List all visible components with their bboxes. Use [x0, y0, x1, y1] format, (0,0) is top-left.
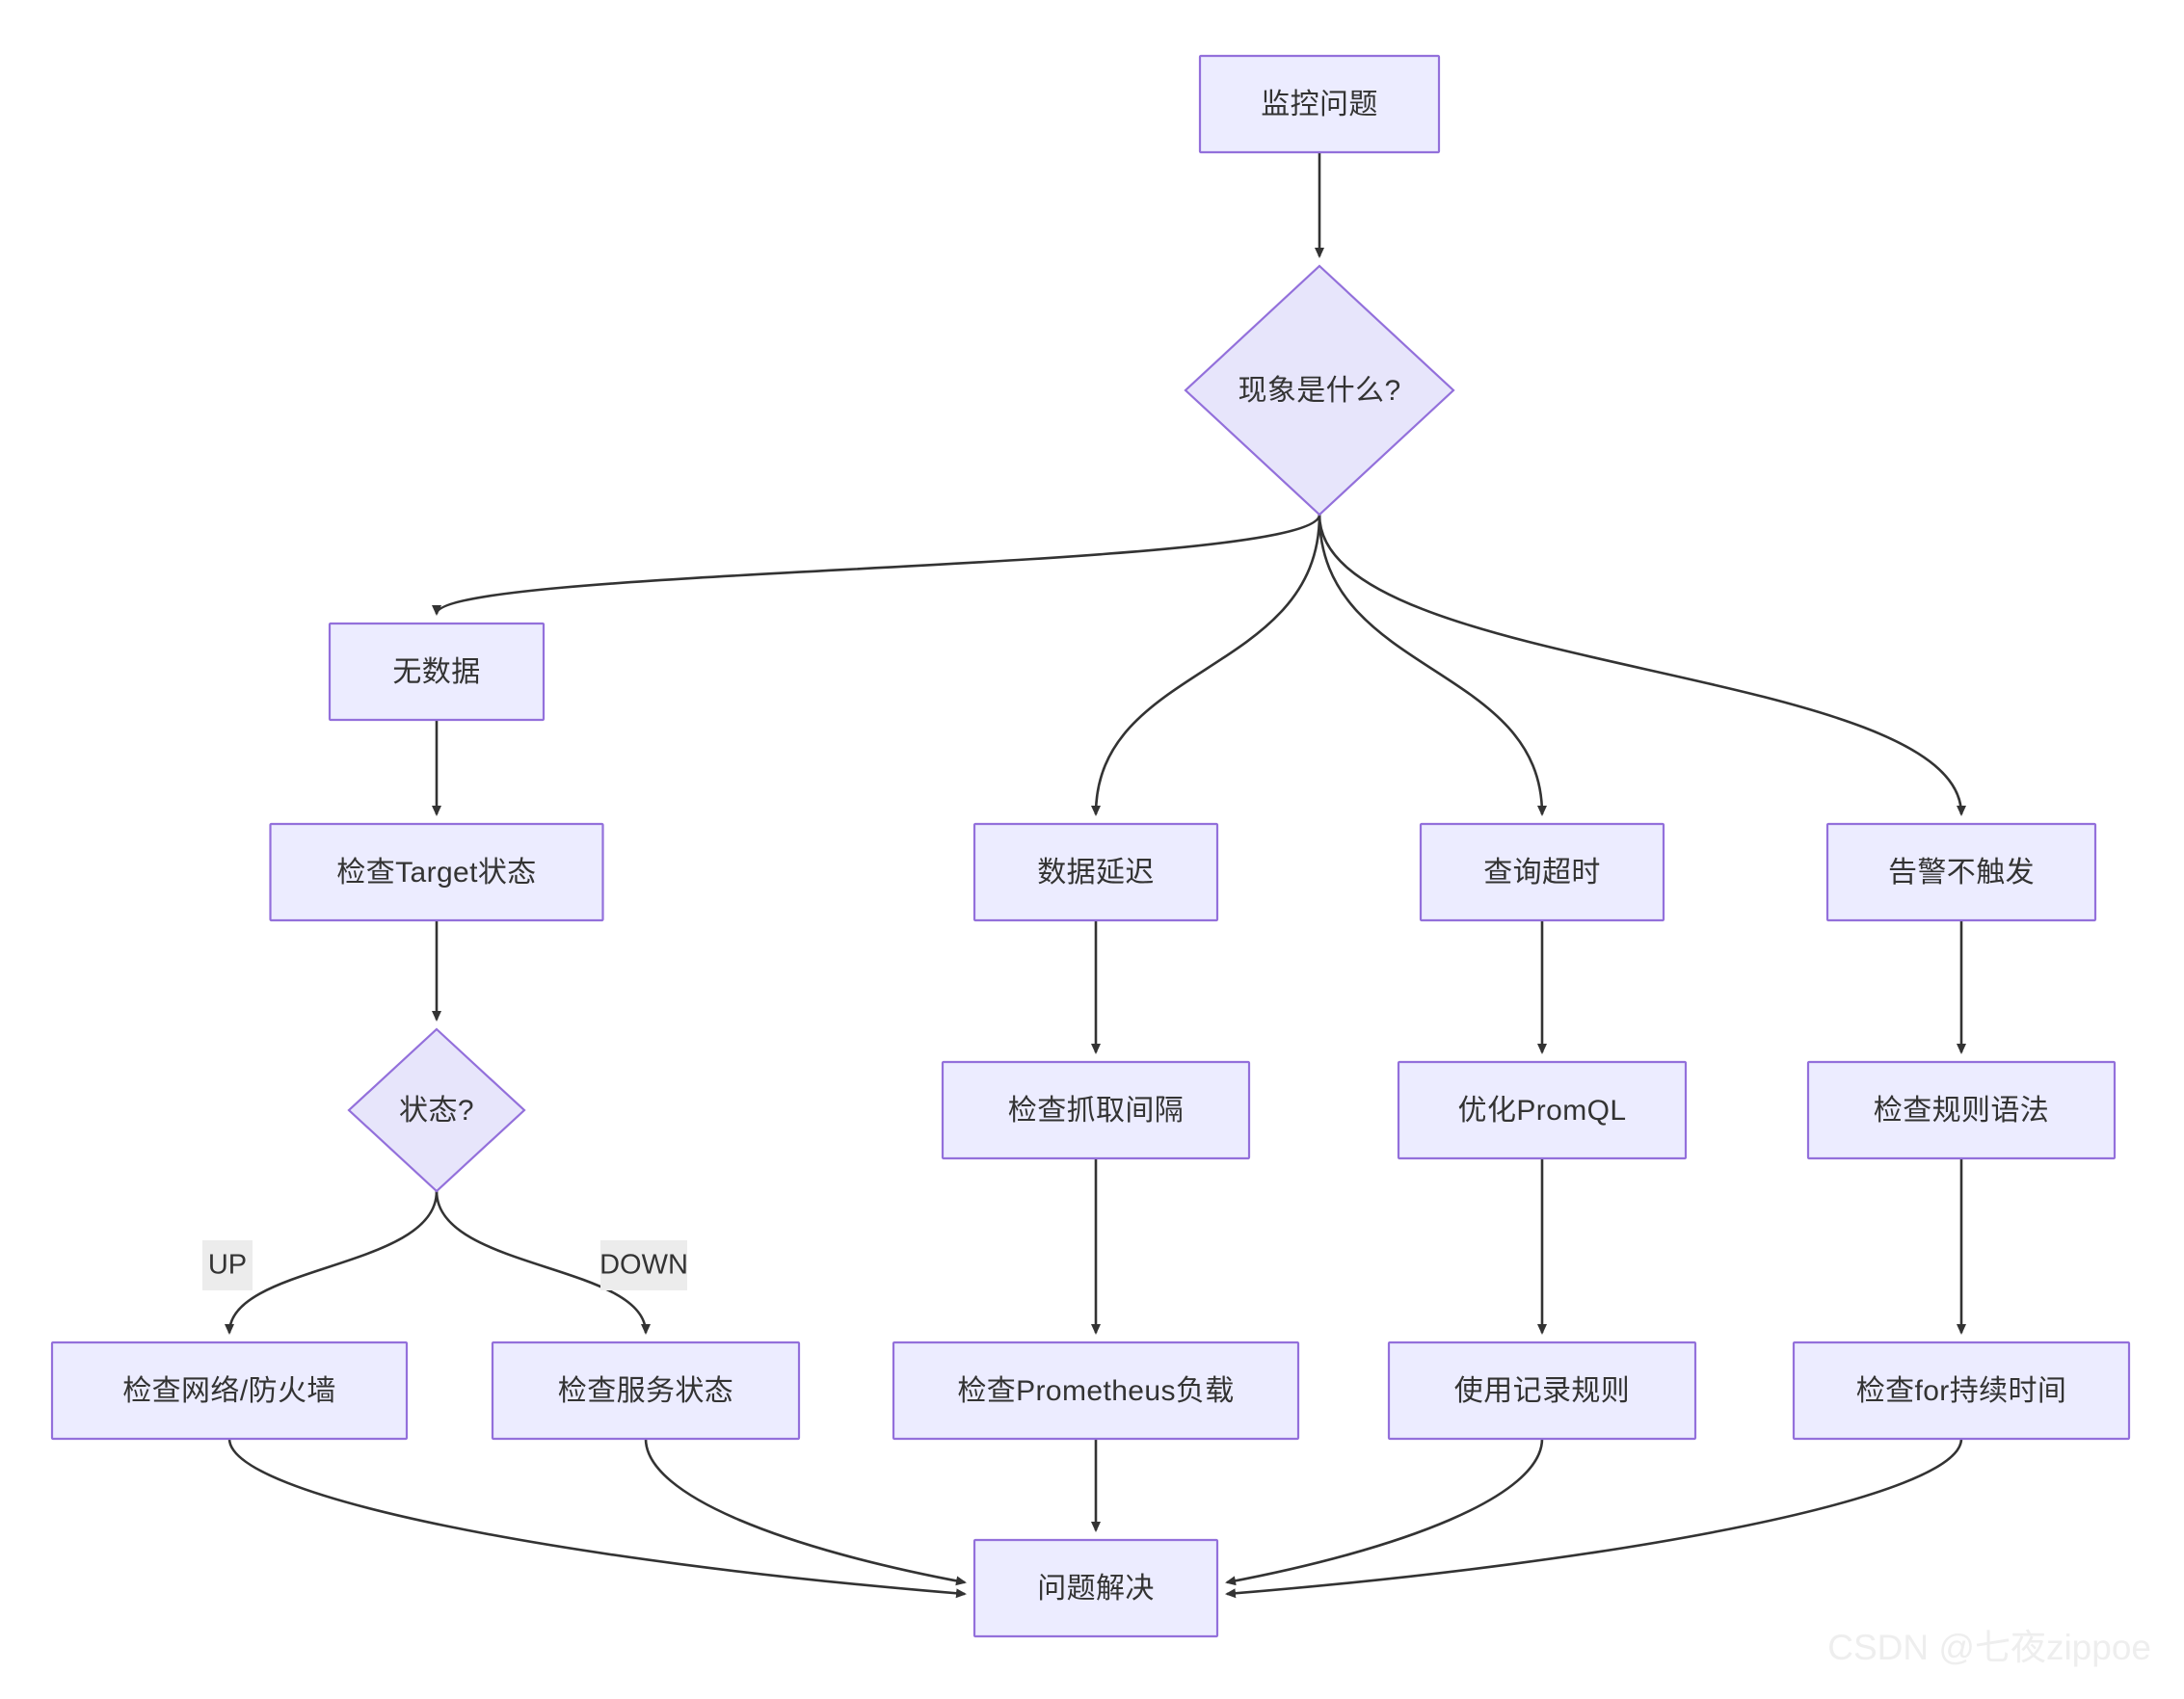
node-label: 告警不触发: [1888, 857, 2035, 889]
node-label: 检查网络/防火墙: [122, 1375, 336, 1407]
node-prom-load[interactable]: 检查Prometheus负载: [892, 1341, 1300, 1441]
node-label: 监控问题: [1261, 89, 1378, 120]
node-shape-rect: [892, 1341, 1300, 1441]
node-label: 检查Prometheus负载: [957, 1375, 1234, 1407]
node-label: 使用记录规则: [1454, 1375, 1630, 1407]
edge-label-text: DOWN: [599, 1250, 688, 1281]
node-shape-diamond: [347, 1027, 526, 1193]
node-shape-rect: [50, 1341, 409, 1441]
node-label: 数据延迟: [1037, 857, 1155, 889]
node-timeout[interactable]: 查询超时: [1419, 822, 1665, 922]
node-shape-rect: [1198, 54, 1441, 154]
node-status[interactable]: 状态?: [347, 1027, 526, 1193]
edge-n_status-to-n_svc_state: [435, 1190, 651, 1335]
node-label: 状态?: [399, 1095, 474, 1127]
node-label: 检查抓取间隔: [1008, 1095, 1184, 1127]
node-label: 检查Target状态: [336, 857, 536, 889]
edge-n_symptom-to-n_nodata: [432, 514, 1321, 616]
edge-n_rec_rules-to-n_resolved: [1225, 1438, 1544, 1586]
node-start[interactable]: 监控问题: [1198, 54, 1441, 154]
edge-n_net_fw-to-n_resolved: [227, 1438, 967, 1599]
node-shape-rect: [328, 622, 546, 722]
node-shape-rect: [941, 1060, 1251, 1160]
node-shape-rect: [1792, 1341, 2131, 1441]
edge-labels-layer: UP DOWN: [202, 1240, 688, 1290]
node-shape-rect: [1397, 1060, 1688, 1160]
node-label: 现象是什么?: [1238, 375, 1400, 407]
node-label: 查询超时: [1483, 857, 1601, 889]
node-shape-rect: [1387, 1341, 1697, 1441]
edge-n_status-to-n_net_fw: [225, 1190, 439, 1335]
node-shape-rect: [491, 1341, 801, 1441]
edge-label-text: UP: [208, 1250, 247, 1281]
node-shape-rect: [972, 1538, 1219, 1638]
edge-n_svc_state-to-n_resolved: [644, 1438, 967, 1586]
node-opt-promql[interactable]: 优化PromQL: [1397, 1060, 1688, 1160]
node-shape-rect: [269, 822, 604, 922]
node-check-target[interactable]: 检查Target状态: [269, 822, 604, 922]
edge-label-background: [600, 1240, 687, 1290]
edge-n_for_dur-to-n_resolved: [1225, 1438, 1963, 1599]
edge-n_symptom-to-n_delay: [1091, 514, 1321, 816]
node-scrape[interactable]: 检查抓取间隔: [941, 1060, 1251, 1160]
edges-layer: [225, 152, 1966, 1599]
edge-label-background: [202, 1240, 253, 1290]
node-shape-rect: [972, 822, 1219, 922]
node-rule-syntax[interactable]: 检查规则语法: [1806, 1060, 2117, 1160]
node-delay[interactable]: 数据延迟: [972, 822, 1219, 922]
edge-n_symptom-to-n_timeout: [1318, 514, 1547, 816]
node-symptom[interactable]: 现象是什么?: [1184, 264, 1455, 517]
node-svc-state[interactable]: 检查服务状态: [491, 1341, 801, 1441]
edge-label-down: DOWN: [599, 1240, 688, 1290]
watermark: CSDN @七夜zippoe: [1827, 1628, 2151, 1667]
node-label: 检查for持续时间: [1856, 1375, 2067, 1407]
edge-label-up: UP: [202, 1240, 253, 1290]
node-shape-diamond: [1184, 264, 1455, 517]
node-shape-rect: [1825, 822, 2097, 922]
node-label: 检查规则语法: [1874, 1095, 2049, 1127]
node-for-dur[interactable]: 检查for持续时间: [1792, 1341, 2131, 1441]
edge-n_symptom-to-n_noalert: [1318, 514, 1966, 816]
node-net-fw[interactable]: 检查网络/防火墙: [50, 1341, 409, 1441]
node-label: 优化PromQL: [1458, 1095, 1627, 1127]
node-label: 问题解决: [1037, 1573, 1155, 1605]
node-resolved[interactable]: 问题解决: [972, 1538, 1219, 1638]
node-shape-rect: [1806, 1060, 2117, 1160]
node-noalert[interactable]: 告警不触发: [1825, 822, 2097, 922]
node-rec-rules[interactable]: 使用记录规则: [1387, 1341, 1697, 1441]
node-shape-rect: [1419, 822, 1665, 922]
node-label: 检查服务状态: [558, 1375, 733, 1407]
node-nodata[interactable]: 无数据: [328, 622, 546, 722]
node-label: 无数据: [392, 656, 480, 688]
